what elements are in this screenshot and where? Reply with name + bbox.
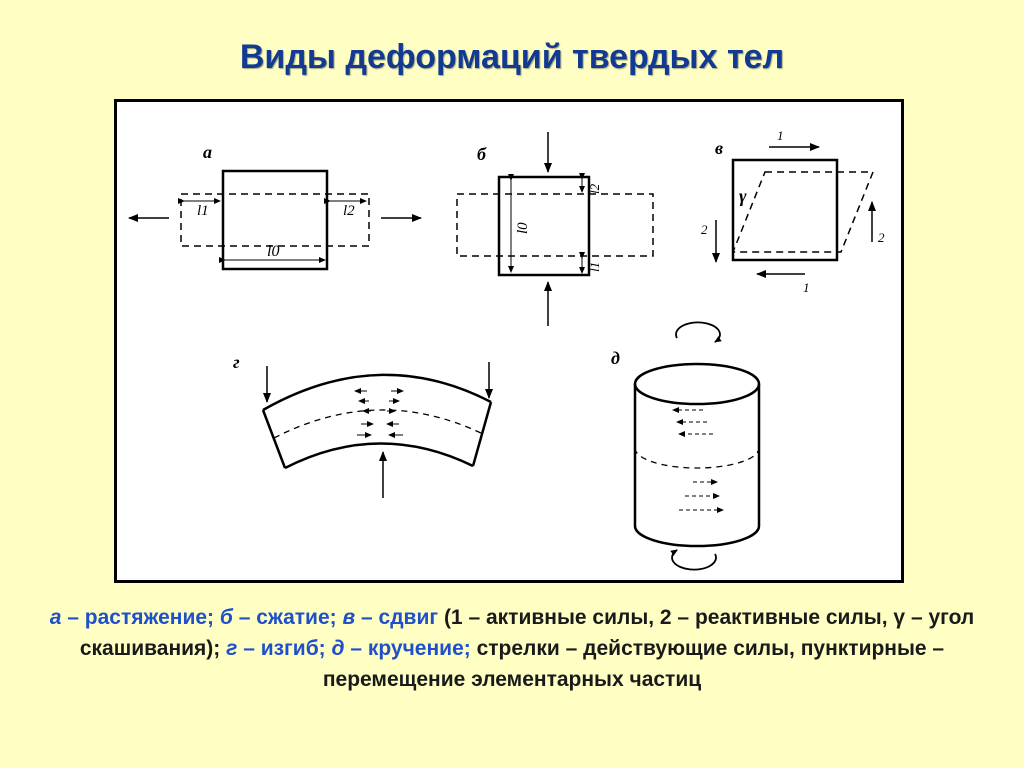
original-block <box>497 175 591 277</box>
reactive-force-left-label: 2 <box>701 222 708 237</box>
l2-label: l2 <box>343 203 355 219</box>
original-block <box>221 169 329 271</box>
panel-d-torsion: д <box>611 321 761 571</box>
cylinder-top-ellipse <box>633 362 761 406</box>
caption-v: в – сдвиг <box>342 606 439 629</box>
panel-a-tension: а l1 l2 l0 <box>128 142 422 271</box>
sheared-outline <box>731 171 875 253</box>
cylinder-bottom-edge <box>633 525 761 548</box>
panel-b-compression: б l0 l2 l1 <box>456 132 654 326</box>
compressed-outline <box>456 193 654 257</box>
panel-v-shear: в 1 1 2 2 γ <box>701 128 885 295</box>
l2-label: l2 <box>587 183 602 194</box>
shear-angle-label: γ <box>739 186 747 206</box>
panel-v-label: в <box>715 138 723 158</box>
active-force-top-label: 1 <box>777 128 784 143</box>
l0-label: l0 <box>515 222 531 234</box>
beam-bottom-edge <box>284 442 474 470</box>
caption-gamma: γ <box>893 606 906 629</box>
beam-left-end <box>261 409 287 469</box>
caption-b: б – сжатие; <box>219 606 337 629</box>
deformation-diagram: а l1 l2 l0 б l0 l2 l1 <box>114 99 904 583</box>
caption-forces-note: (1 – активные силы, 2 – реактивные силы, <box>438 606 894 629</box>
panel-g-label: г <box>233 352 240 372</box>
caption-g: г – изгиб; <box>226 637 326 660</box>
active-force-bottom-label: 1 <box>803 280 810 295</box>
stretched-outline <box>180 193 370 247</box>
deformation-diagram-svg: а l1 l2 l0 б l0 l2 l1 <box>128 128 885 571</box>
caption-a: а – растяжение; <box>49 606 215 629</box>
neutral-axis <box>273 409 484 439</box>
beam-top-edge <box>262 373 492 412</box>
displacement-arrows-tension <box>354 388 404 414</box>
panel-d-label: д <box>611 348 620 368</box>
panel-g-bending: г <box>233 352 493 498</box>
figure-caption: а – растяжение; б – сжатие; в – сдвиг (1… <box>20 602 1004 695</box>
l1-label: l1 <box>587 262 602 272</box>
panel-b-label: б <box>477 144 487 164</box>
reactive-force-right-label: 2 <box>878 230 885 245</box>
panel-a-label: а <box>203 142 212 162</box>
displacement-arrows-compression <box>357 421 403 438</box>
l0-label: l0 <box>267 243 279 260</box>
caption-d: д – кручение; <box>331 637 471 660</box>
caption-tail: стрелки – действующие силы, пунктирные –… <box>322 637 945 691</box>
beam-right-end <box>471 401 493 467</box>
cylinder-middle-section <box>634 447 760 469</box>
l1-label: l1 <box>197 203 209 219</box>
page-title: Виды деформаций твердых тел <box>239 38 785 76</box>
caption-angle-note: – угол скашивания); <box>79 606 975 660</box>
torque-arrow-top <box>675 321 722 343</box>
torsion-displacement-arrows <box>672 407 724 513</box>
torque-arrow-bottom <box>670 549 717 571</box>
original-square <box>731 158 839 262</box>
